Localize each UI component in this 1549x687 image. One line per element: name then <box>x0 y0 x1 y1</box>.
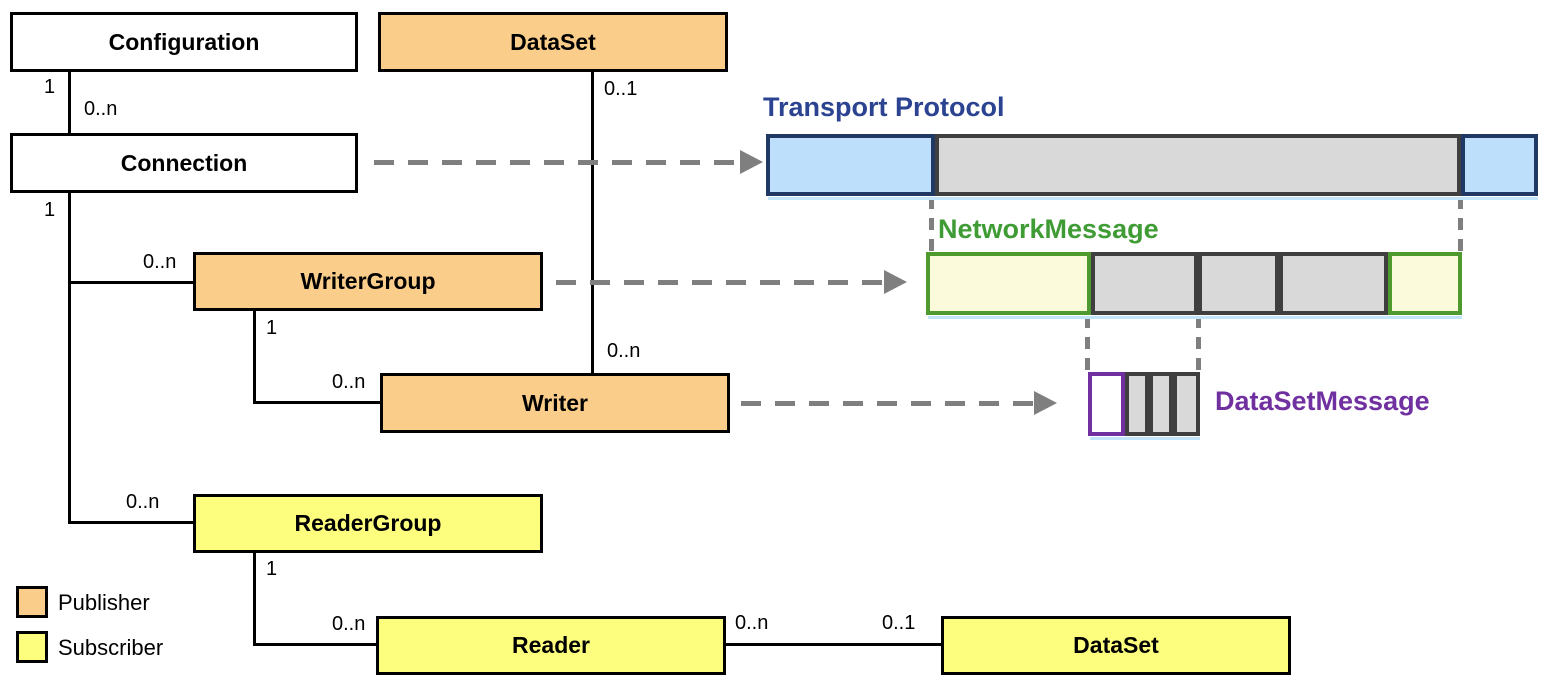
networkmessage-footer-segment <box>1388 252 1462 315</box>
edge-readergroup-reader <box>253 643 376 646</box>
edge-connection-trunk <box>68 193 71 523</box>
transport-bar-shadow <box>768 197 1538 200</box>
edge-connection-readergroup <box>68 521 193 524</box>
datasetmessage-field-segment-1 <box>1125 372 1149 436</box>
multiplicity-label: 0..n <box>735 612 769 634</box>
guide-network-to-dsm-right <box>1196 316 1201 372</box>
networkmessage-payload-segment-1 <box>1091 252 1198 315</box>
legend-subscriber-label: Subscriber <box>58 635 164 660</box>
arrowhead-writer-to-datasetmessage-icon <box>1034 391 1057 415</box>
edge-configuration-connection <box>68 72 71 133</box>
multiplicity-label: 0..n <box>143 251 177 273</box>
multiplicity-label: 1 <box>44 199 56 221</box>
multiplicity-label: 0..n <box>332 371 366 393</box>
datasetmessage-bar-shadow <box>1090 437 1200 440</box>
transport-footer-segment <box>1461 134 1538 196</box>
transport-header-segment <box>766 134 935 196</box>
legend-publisher-label: Publisher <box>58 590 150 615</box>
box-dataset-bottom: DataSet <box>941 616 1291 675</box>
multiplicity-label: 0..n <box>84 98 118 120</box>
multiplicity-label: 0..n <box>332 613 366 635</box>
arrowhead-writergroup-to-networkmessage-icon <box>884 270 907 294</box>
networkmessage-payload-segment-2 <box>1198 252 1279 315</box>
multiplicity-label: 0..n <box>126 491 160 513</box>
transport-protocol-label: Transport Protocol <box>763 92 1005 122</box>
datasetmessage-field-segment-2 <box>1149 372 1173 436</box>
box-readergroup: ReaderGroup <box>193 494 543 553</box>
guide-transport-to-network-right <box>1458 197 1463 252</box>
datasetmessage-header-segment <box>1088 372 1125 436</box>
arrow-writergroup-to-networkmessage <box>556 280 884 285</box>
transport-payload-segment <box>935 134 1461 196</box>
arrow-writer-to-datasetmessage <box>741 401 1034 406</box>
legend-publisher-swatch <box>16 586 48 618</box>
box-connection: Connection <box>10 133 358 193</box>
multiplicity-label: 1 <box>44 76 56 98</box>
networkmessage-label: NetworkMessage <box>938 214 1159 244</box>
edge-dataset-writer <box>591 72 594 373</box>
arrowhead-connection-to-transport-icon <box>740 150 763 174</box>
datasetmessage-label: DataSetMessage <box>1215 386 1430 416</box>
edge-reader-dataset <box>726 643 941 646</box>
box-dataset-top: DataSet <box>378 12 728 72</box>
edge-writergroup-down <box>253 311 256 403</box>
datasetmessage-field-segment-3 <box>1173 372 1200 436</box>
arrow-connection-to-transport <box>374 160 740 165</box>
edge-connection-writergroup <box>68 281 193 284</box>
guide-transport-to-network-left <box>929 197 934 252</box>
legend-subscriber-swatch <box>16 631 48 663</box>
guide-network-to-dsm-left <box>1085 316 1090 372</box>
multiplicity-label: 1 <box>266 317 278 339</box>
multiplicity-label: 0..1 <box>882 612 916 634</box>
multiplicity-label: 0..n <box>607 340 641 362</box>
networkmessage-bar-shadow <box>928 316 1462 319</box>
box-writergroup: WriterGroup <box>193 252 543 311</box>
box-configuration: Configuration <box>10 12 358 72</box>
multiplicity-label: 1 <box>266 558 278 580</box>
box-reader: Reader <box>376 616 726 675</box>
box-writer: Writer <box>380 373 730 433</box>
edge-writergroup-writer <box>253 401 380 404</box>
edge-readergroup-down <box>253 553 256 645</box>
networkmessage-header-segment <box>926 252 1091 315</box>
multiplicity-label: 0..1 <box>604 78 638 100</box>
networkmessage-payload-segment-3 <box>1279 252 1388 315</box>
